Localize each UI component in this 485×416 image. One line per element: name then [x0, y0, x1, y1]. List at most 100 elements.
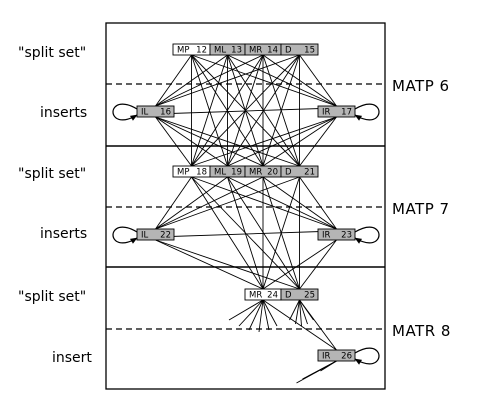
transition-IR17-MP18: [191, 116, 337, 167]
state-number-MP12: 12: [196, 46, 207, 56]
transition-IL22-MR24: [155, 239, 264, 290]
open-transition-D25-4: [299, 299, 314, 321]
transition-MP18-IR23: [191, 176, 337, 230]
state-number-D21: 21: [304, 168, 315, 178]
transition-IL22-IR23: [155, 230, 337, 238]
state-number-ML19: 19: [231, 168, 242, 178]
open-transition-MR24-4: [262, 299, 270, 331]
state-type-D21: D: [285, 168, 292, 178]
state-box-D25: [280, 288, 319, 301]
self-loop-IR23: [354, 226, 380, 244]
state-IR26: IR 26: [317, 349, 356, 362]
open-transition-MR24-1: [238, 299, 264, 327]
transition-IR23-MR24: [262, 239, 337, 290]
state-number-IL16: 16: [160, 108, 171, 118]
diagram-frame: [105, 22, 386, 390]
state-MR24: MR 24: [244, 288, 282, 301]
state-box-IL22: [136, 228, 175, 241]
state-type-ML13: ML: [214, 46, 226, 56]
split-set-label-3: "split set": [18, 289, 86, 305]
block-name-matr-8: MATR 8: [392, 322, 451, 340]
state-type-IR26: IR: [322, 352, 331, 362]
transition-ML19-IL22: [155, 176, 228, 230]
state-D21: D 21: [280, 165, 319, 178]
state-number-MR20: 20: [267, 168, 278, 178]
state-number-IR17: 17: [341, 108, 352, 118]
transition-D21-IR23: [299, 176, 337, 230]
transition-IL16-MP18: [155, 116, 192, 167]
state-type-IL16: IL: [141, 108, 149, 118]
open-end-transitions: [228, 299, 337, 384]
transition-IL16-IR17: [155, 107, 337, 115]
state-MR20: MR 20: [244, 165, 282, 178]
state-type-MR24: MR: [249, 291, 262, 301]
state-box-IL16: [136, 105, 175, 118]
state-D15: D 15: [280, 43, 319, 56]
transition-IR23-D25: [299, 239, 337, 290]
transition-MR20-IL22: [155, 176, 264, 230]
state-type-D25: D: [285, 291, 292, 301]
state-type-MR20: MR: [249, 168, 262, 178]
state-number-D25: 25: [304, 291, 315, 301]
state-type-IR23: IR: [322, 231, 331, 241]
insert-label: insert: [52, 350, 92, 366]
open-transition-D25-2: [299, 299, 302, 327]
open-transition-MR24-3: [258, 299, 264, 333]
transition-MR14-MP18: [191, 54, 264, 167]
state-D25: D 25: [280, 288, 319, 301]
state-IL22: IL 22: [136, 228, 175, 241]
block-name-matp-6: MATP 6: [392, 77, 450, 95]
self-loop-IR17: [354, 103, 380, 121]
transition-MP18-MR24: [191, 176, 264, 290]
state-number-ML13: 13: [231, 46, 242, 56]
split-set-label-1: "split set": [18, 45, 86, 61]
transition-ML13-IL16: [155, 54, 228, 107]
self-loop-IL22: [112, 226, 138, 244]
self-loop-IR26: [354, 347, 380, 365]
block-name-matp-7: MATP 7: [392, 200, 450, 218]
inserts-label-1: inserts: [40, 105, 87, 121]
state-type-MR14: MR: [249, 46, 262, 56]
open-transition-D25-0: [289, 299, 300, 321]
self-loops: [112, 103, 380, 365]
open-transition-D25-1: [295, 299, 300, 325]
state-IR23: IR 23: [317, 228, 356, 241]
transition-ML13-MP18: [191, 54, 228, 167]
state-ML19: ML 19: [209, 165, 246, 178]
transition-MP12-IL16: [155, 54, 192, 107]
state-number-D15: 15: [304, 46, 315, 56]
state-box-IR17: [317, 105, 356, 118]
state-type-IR17: IR: [322, 108, 331, 118]
open-transition-MR24-5: [262, 299, 278, 327]
transition-D15-IR17: [299, 54, 337, 107]
state-IR17: IR 17: [317, 105, 356, 118]
transition-ML19-MR24: [227, 176, 264, 290]
transition-IR17-MR20: [262, 116, 337, 167]
state-IL16: IL 16: [136, 105, 175, 118]
state-MR14: MR 14: [244, 43, 282, 56]
state-number-IR23: 23: [341, 231, 352, 241]
state-type-ML19: ML: [214, 168, 226, 178]
state-type-IL22: IL: [141, 231, 149, 241]
split-set-label-2: "split set": [18, 166, 86, 182]
transition-MP18-IL22: [155, 176, 192, 230]
state-box-D15: [280, 43, 319, 56]
state-number-IL22: 22: [160, 231, 171, 241]
open-transition-D25-3: [299, 299, 308, 325]
transition-edges: [155, 54, 337, 351]
state-number-MP18: 18: [196, 168, 207, 178]
state-box-D21: [280, 165, 319, 178]
state-ML13: ML 13: [209, 43, 246, 56]
state-number-MR14: 14: [267, 46, 278, 56]
state-number-IR26: 26: [341, 352, 352, 362]
transition-MR24-IR26: [262, 299, 337, 351]
state-number-MR24: 24: [267, 291, 278, 301]
state-type-D15: D: [285, 46, 292, 56]
open-transition-MR24-2: [248, 299, 264, 331]
state-MP18: MP 18: [172, 165, 211, 178]
transition-D15-IL16: [155, 54, 300, 107]
state-type-MP18: MP: [177, 168, 189, 178]
